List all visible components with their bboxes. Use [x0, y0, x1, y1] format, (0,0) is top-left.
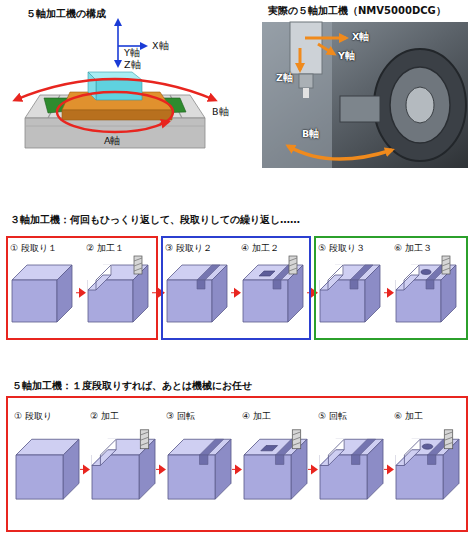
arrow-line — [384, 292, 387, 293]
flow-arrow — [156, 464, 166, 474]
axis-label: X軸 — [152, 40, 169, 52]
arrow-head — [79, 288, 86, 298]
machine-photo — [262, 22, 468, 168]
step-label: ④ 加工２ — [241, 242, 307, 255]
arrow-line — [308, 469, 311, 470]
axis-label: B軸 — [302, 128, 319, 140]
step-frame: ５軸加工機：１度段取りすれば、あとは機械にお任せ① 段取り② 加工③ 回転④ 加… — [6, 396, 468, 532]
arrow-head — [83, 464, 90, 474]
flow-arrow — [152, 288, 165, 298]
heading-text: ３軸加工機：何回もひっくり返して、段取りしての繰り返し…… — [10, 214, 300, 226]
step-label: ⑥ 加工３ — [394, 242, 460, 255]
process-step: ⑥ 加工３ — [394, 242, 460, 336]
flow-arrow — [308, 464, 318, 474]
arrow-line — [231, 292, 234, 293]
flow-arrow — [384, 464, 394, 474]
arrow-head — [387, 464, 394, 474]
workpiece-sketches — [12, 256, 459, 499]
flow-arrow — [384, 288, 394, 298]
process-step: ③ 段取り２ — [165, 242, 231, 336]
axis-label: X軸 — [352, 31, 369, 43]
flow-arrow — [76, 288, 86, 298]
step-frame: ① 段取り１ ② 加工１ — [6, 236, 158, 340]
process-step: ③ 回転 — [166, 410, 232, 520]
arrow-line — [232, 469, 235, 470]
section-heading: ５軸加工機：１度段取りすれば、あとは機械にお任せ — [12, 379, 252, 393]
arrow-head — [234, 288, 241, 298]
step-label: ① 段取り — [14, 410, 80, 423]
arrow-line — [156, 469, 159, 470]
flow-arrow — [232, 464, 242, 474]
axis-label: Z軸 — [276, 72, 293, 84]
step-label: ③ 段取り２ — [165, 242, 231, 255]
process-step: ④ 加工２ — [241, 242, 307, 336]
arrow-head — [311, 464, 318, 474]
flow-arrow — [80, 464, 90, 474]
arrow-line — [384, 469, 387, 470]
step-label: ⑥ 加工 — [394, 410, 460, 423]
heading-text: 実際の５軸加工機（NMV5000DCG） — [268, 5, 446, 17]
process-step: ⑤ 段取り３ — [318, 242, 384, 336]
arrow-line — [76, 292, 79, 293]
arrow-head — [235, 464, 242, 474]
step-label: ② 加工１ — [86, 242, 152, 255]
process-step: ① 段取り１ — [10, 242, 76, 336]
axis-label: A軸 — [104, 135, 121, 147]
step-frame: ⑤ 段取り３ ⑥ 加工３ — [314, 236, 468, 340]
step-label: ① 段取り１ — [10, 242, 76, 255]
process-step: ② 加工 — [90, 410, 156, 520]
process-step: ⑤ 回転 — [318, 410, 384, 520]
axis-label: Y軸 — [338, 50, 355, 62]
flow-arrow — [231, 288, 241, 298]
step-label: ⑤ 段取り３ — [318, 242, 384, 255]
process-step: ④ 加工 — [242, 410, 308, 520]
step-frame: ③ 段取り２ ④ 加工２ — [161, 236, 311, 340]
process-step: ⑥ 加工 — [394, 410, 460, 520]
machine-sketch — [15, 20, 215, 148]
heading-text: ５軸加工機の構成 — [26, 8, 106, 20]
axis-label: Y軸 — [124, 47, 140, 59]
arrow-head — [387, 288, 394, 298]
arrow-line — [80, 469, 83, 470]
step-label: ⑤ 回転 — [318, 410, 384, 423]
axis-label: Z軸 — [124, 59, 141, 71]
axis-label: B軸 — [212, 106, 229, 118]
step-label: ③ 回転 — [166, 410, 232, 423]
flow-arrow — [307, 288, 318, 298]
process-step: ① 段取り — [14, 410, 80, 520]
step-label: ④ 加工 — [242, 410, 308, 423]
step-label: ② 加工 — [90, 410, 156, 423]
arrow-head — [159, 464, 166, 474]
process-step: ② 加工１ — [86, 242, 152, 336]
